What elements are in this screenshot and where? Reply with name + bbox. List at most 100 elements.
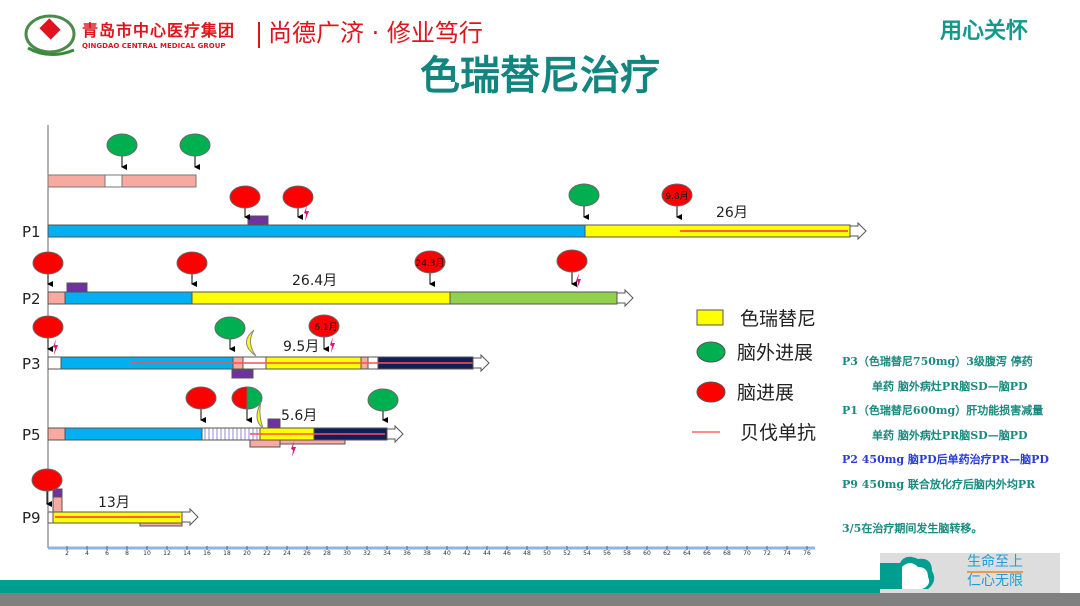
x-tick-label: 20 (243, 550, 251, 557)
x-tick-label: 72 (763, 550, 771, 557)
note-summary: 3/5在治疗期间发生脑转移。 (842, 522, 983, 535)
org-name: 青岛市中心医疗集团 (82, 21, 236, 40)
intracranial-progression-marker (231, 386, 248, 410)
slogan-line: 仁心无限 (967, 573, 1023, 589)
legend: 色瑞替尼 脑外进展 脑进展 贝伐单抗 (692, 308, 816, 444)
intracranial-progression-marker (282, 185, 314, 209)
moon-icon (256, 401, 265, 430)
x-tick-label: 30 (343, 550, 351, 557)
x-tick-label: 6 (105, 550, 109, 557)
page-title: 色瑞替尼治疗 (420, 53, 660, 99)
row-p9 (47, 488, 199, 527)
motto: 尚德广济 · 修业笃行 (268, 19, 483, 47)
x-tick-label: 28 (323, 550, 331, 557)
intracranial-progression-marker (32, 251, 64, 275)
legend-label: 脑进展 (737, 382, 794, 404)
moon-icon (246, 329, 257, 357)
x-tick-label: 42 (463, 550, 471, 557)
p9-duration: 13月 (98, 495, 130, 511)
p3-event-label: 6.1月 (314, 322, 337, 333)
note: P3（色瑞替尼750mg）3级腹泻 停药 (842, 355, 1033, 368)
cloud-logo-icon (880, 556, 935, 589)
x-tick-label: 58 (623, 550, 631, 557)
x-tick-label: 10 (143, 550, 151, 557)
p1-duration: 26月 (716, 205, 748, 221)
x-tick-label: 60 (643, 550, 651, 557)
extracranial-progression-marker (214, 316, 246, 340)
row-0 (47, 174, 197, 188)
row-label-p9: P9 (22, 509, 41, 527)
extracranial-progression-marker (568, 183, 600, 207)
x-tick-label: 46 (503, 550, 511, 557)
row-label-p2: P2 (22, 290, 41, 308)
x-tick-label: 8 (125, 550, 129, 557)
footer-slogan: 生命至上 仁心无限 (967, 554, 1023, 590)
legend-label: 贝伐单抗 (740, 422, 816, 444)
lightning-icons (53, 205, 581, 457)
note: 单药 脑外病灶PR脑SD—脑PD (872, 379, 1028, 393)
extracranial-progression-marker (246, 386, 263, 410)
x-tick-label: 36 (403, 550, 411, 557)
x-tick-label: 34 (383, 550, 391, 557)
x-tick-label: 40 (443, 550, 451, 557)
legend-swatch-ceritinib (696, 309, 724, 326)
row-p2 (47, 282, 634, 308)
x-tick-label: 64 (683, 550, 691, 557)
intracranial-progression-marker (176, 251, 208, 275)
intracranial-progression-marker (229, 185, 261, 209)
footer-logo-box (880, 553, 1060, 593)
intracranial-progression-marker (31, 468, 63, 492)
x-tick-label: 32 (363, 550, 371, 557)
p5-duration: 5.6月 (281, 408, 317, 424)
x-tick-label: 44 (483, 550, 491, 557)
legend-label: 色瑞替尼 (740, 308, 816, 330)
x-tick-label: 56 (603, 550, 611, 557)
tagline: 用心关怀 (940, 19, 1029, 44)
intracranial-progression-marker (185, 386, 217, 410)
p2-duration: 26.4月 (292, 273, 337, 289)
intracranial-progression-marker (32, 315, 64, 339)
footer-band (0, 580, 880, 593)
row-p3 (47, 353, 490, 379)
extracranial-progression-marker (179, 133, 211, 157)
footer-bar (0, 593, 1080, 606)
row-label-p5: P5 (22, 426, 41, 444)
note: 单药 脑外病灶PR脑SD—脑PD (872, 428, 1028, 442)
intracranial-progression-marker (556, 249, 588, 273)
slogan-line: 生命至上 (967, 554, 1023, 573)
row-label-p3: P3 (22, 355, 41, 373)
legend-swatch-intracranial (696, 381, 726, 403)
divider (258, 22, 260, 48)
x-tick-label: 68 (723, 550, 731, 557)
x-tick-label: 54 (583, 550, 591, 557)
notes: P3（色瑞替尼750mg）3级腹泻 停药 单药 脑外病灶PR脑SD—脑PD P1… (842, 350, 1049, 542)
x-tick-label: 2 (65, 550, 69, 557)
x-tick-label: 70 (743, 550, 751, 557)
row-p5 (47, 418, 404, 448)
x-tick-label: 74 (783, 550, 791, 557)
legend-label: 脑外进展 (737, 342, 813, 364)
intracranial-progression-marker (661, 183, 693, 207)
x-tick-label: 18 (223, 550, 231, 557)
x-tick-label: 76 (803, 550, 811, 557)
note: P2 450mg 脑PD后单药治疗PR—脑PD (842, 453, 1049, 466)
x-tick-label: 38 (423, 550, 431, 557)
extracranial-progression-marker (106, 133, 138, 157)
note: P9 450mg 联合放化疗后脑内外均PR (842, 477, 1036, 491)
x-tick-label: 62 (663, 550, 671, 557)
hospital-logo (24, 14, 76, 56)
legend-swatch-extracranial (696, 341, 726, 363)
x-tick-label: 26 (303, 550, 311, 557)
x-tick-label: 52 (563, 550, 571, 557)
x-tick-label: 14 (183, 550, 191, 557)
x-tick-label: 22 (263, 550, 271, 557)
x-tick-label: 16 (203, 550, 211, 557)
intracranial-progression-marker (414, 250, 446, 274)
row-p1 (47, 215, 867, 241)
note: P1（色瑞替尼600mg）肝功能损害减量 (842, 404, 1044, 417)
intracranial-progression-marker (308, 314, 340, 338)
row-label-p1: P1 (22, 223, 41, 241)
x-tick-label: 24 (283, 550, 291, 557)
x-tick-label: 4 (85, 550, 89, 557)
